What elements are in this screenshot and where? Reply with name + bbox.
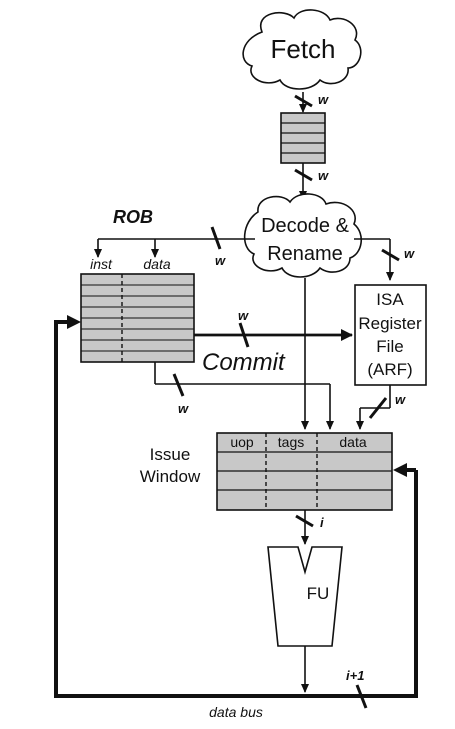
arf-label-line1: ISA — [376, 290, 404, 309]
width-label-fu-bus: i+1 — [346, 668, 364, 683]
decode-rename-cloud: Decode & Rename — [243, 193, 362, 278]
arf-label-line2: Register — [358, 314, 422, 333]
issue-col-data: data — [339, 434, 366, 450]
rob-col-data: data — [143, 256, 170, 272]
width-label-queue: w — [318, 168, 329, 183]
rob-to-issue-arrow — [154, 362, 334, 430]
fu-label: FU — [307, 584, 330, 603]
arf-box: ISA Register File (ARF) — [354, 284, 427, 386]
rob-title: ROB — [113, 207, 153, 227]
width-tick — [294, 94, 313, 108]
issue-window-table: uop tags data — [216, 432, 393, 511]
issue-window-label-line1: Issue — [150, 445, 191, 464]
width-label-to-rob: w — [215, 253, 226, 268]
issue-window-label-line2: Window — [140, 467, 201, 486]
width-label-to-arf: w — [404, 246, 415, 261]
issue-col-tags: tags — [278, 434, 304, 450]
arf-label-line3: File — [376, 337, 403, 356]
arf-to-issue-arrow — [356, 385, 391, 430]
width-label-arf-to-issue: w — [395, 392, 406, 407]
commit-label: Commit — [202, 349, 286, 376]
arf-label-line4: (ARF) — [367, 360, 412, 379]
decode-to-rob-arrows — [94, 226, 255, 258]
rob-table — [80, 273, 195, 363]
width-label-commit: w — [238, 308, 249, 323]
width-tick — [295, 514, 314, 528]
width-label-issue-to-fu: i — [320, 515, 324, 530]
data-bus — [54, 315, 418, 709]
fu-unit: FU — [267, 546, 343, 647]
width-label-fetch: w — [318, 92, 329, 107]
fetch-label: Fetch — [270, 34, 335, 64]
decode-label-line1: Decode & — [261, 215, 349, 237]
decode-to-arf-arrow — [354, 238, 400, 281]
width-label-rob-to-issue: w — [178, 401, 189, 416]
decode-label-line2: Rename — [267, 243, 343, 265]
fetch-queue — [280, 112, 326, 164]
issue-col-uop: uop — [230, 434, 254, 450]
rob-col-inst: inst — [90, 256, 113, 272]
data-bus-label: data bus — [209, 704, 263, 720]
width-tick — [238, 322, 250, 348]
width-tick — [294, 168, 313, 182]
fetch-cloud: Fetch — [242, 9, 362, 90]
